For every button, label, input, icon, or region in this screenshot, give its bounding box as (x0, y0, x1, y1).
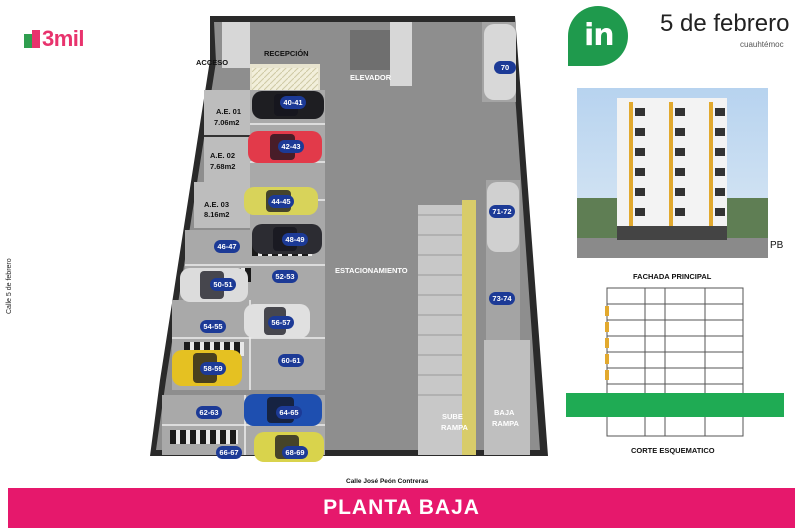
spot-badge: 40-41 (280, 96, 306, 109)
label-elevador: ELEVADOR (350, 73, 392, 82)
spot-badge: 70 (494, 61, 516, 74)
spot-badge: 60-61 (278, 354, 304, 367)
spot-badge: 62-63 (196, 406, 222, 419)
label-corte: CORTE ESQUEMATICO (631, 446, 715, 455)
label-estacionamiento: ESTACIONAMIENTO (335, 266, 408, 275)
spot-badge: 56-57 (268, 316, 294, 329)
spot-badge: 44-45 (268, 195, 294, 208)
page-subtitle: cuauhtémoc (740, 40, 784, 49)
spot-badge: 50-51 (210, 278, 236, 291)
label-recepcion: RECEPCIÓN (264, 49, 309, 58)
brand-logo-text: 3mil (42, 26, 85, 51)
label-street-bottom: Calle José Peón Contreras (346, 478, 429, 485)
spot-badge: 68-69 (282, 446, 308, 459)
label-fachada: FACHADA PRINCIPAL (633, 272, 712, 281)
label-baja: BAJA (494, 408, 515, 417)
footer-title: PLANTA BAJA (323, 496, 480, 519)
spot-badge: 66-67 (216, 446, 242, 459)
label-rampa-baja: RAMPA (492, 419, 519, 428)
level-highlight (566, 393, 784, 417)
label-ae03-area: 8.16m2 (204, 210, 230, 219)
spot-badge: 58-59 (200, 362, 226, 375)
cube-icon (24, 30, 40, 48)
spot-badge: 54-55 (200, 320, 226, 333)
in-logo: in (568, 6, 628, 66)
label-sube: SUBE (442, 412, 463, 421)
hatch-stripe (170, 430, 238, 444)
spot-badge: 48-49 (282, 233, 308, 246)
label-pb: PB (770, 240, 784, 251)
brand-logo: 3mil (24, 26, 85, 52)
spot-badge: 52-53 (272, 270, 298, 283)
label-ae01: A.E. 01 (216, 107, 242, 116)
label-acceso: ACCESO (196, 58, 229, 67)
label-ae02: A.E. 02 (210, 151, 236, 160)
spot-badge: 73-74 (489, 292, 515, 305)
page-title: 5 de febrero (660, 10, 790, 37)
label-ae02-area: 7.68m2 (210, 162, 236, 171)
spot-badge: 42-43 (278, 140, 304, 153)
label-ae03: A.E. 03 (204, 200, 230, 209)
label-street-left: Calle 5 de febrero (6, 258, 13, 314)
spot-badge: 46-47 (214, 240, 240, 253)
facade-image (577, 88, 768, 258)
spot-badge: 71-72 (489, 205, 515, 218)
label-rampa-sube: RAMPA (441, 423, 468, 432)
footer-bar: PLANTA BAJA (8, 488, 795, 528)
spot-badge: 64-65 (276, 406, 302, 419)
label-ae01-area: 7.06m2 (214, 118, 240, 127)
